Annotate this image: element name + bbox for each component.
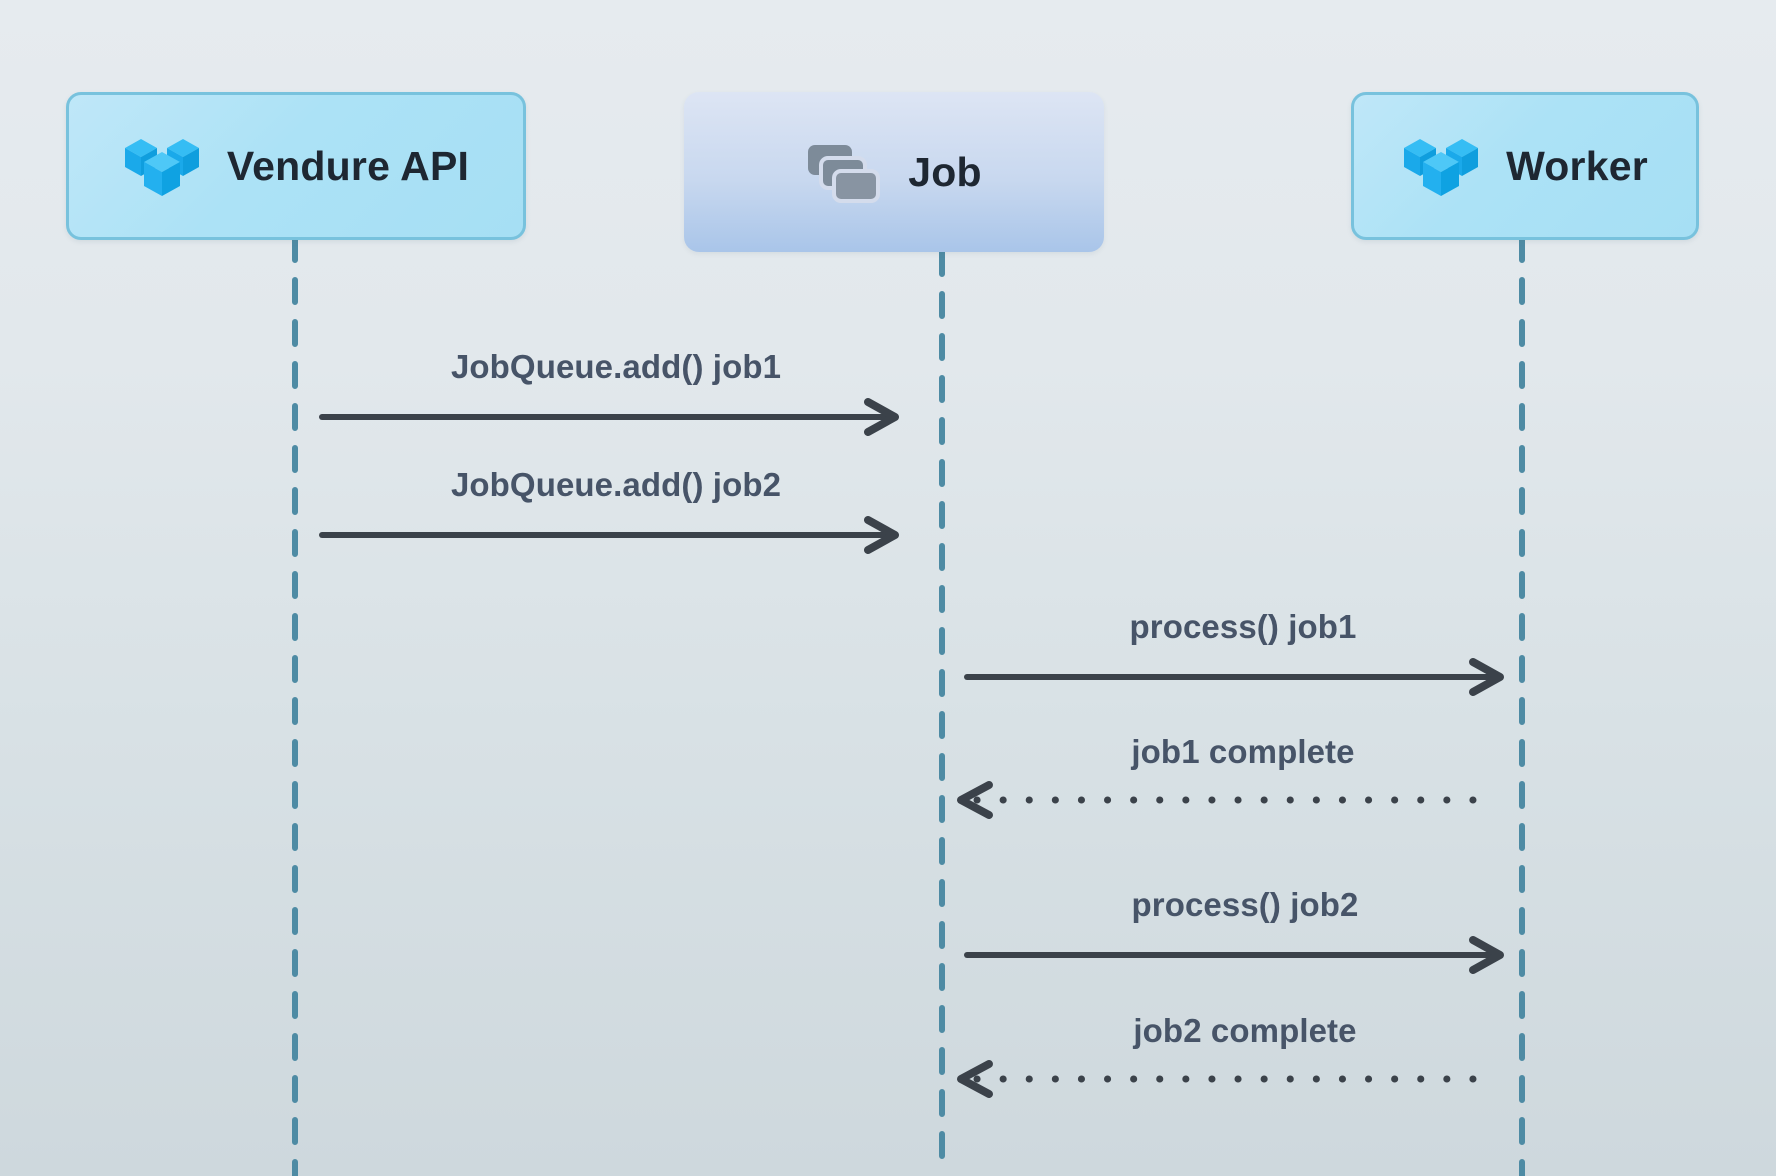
lifeline-vendure-api <box>292 0 298 1176</box>
vendure-cubes-icon <box>123 131 201 201</box>
participant-worker[interactable]: Worker <box>1351 92 1699 240</box>
message-arrow-right-solid <box>319 516 905 554</box>
message-arrow-right-solid <box>964 658 1510 696</box>
message-label: JobQueue.add() job2 <box>450 466 782 503</box>
participant-job[interactable]: Job <box>684 92 1104 252</box>
message-arrow-left-dotted <box>955 781 1500 819</box>
message-label: process() job1 <box>1129 608 1357 645</box>
vendure-cubes-icon <box>1402 131 1480 201</box>
lifeline-job <box>939 0 945 1176</box>
stacked-cards-icon <box>806 137 882 207</box>
message-arrow-left-dotted <box>955 1060 1500 1098</box>
message-label: JobQueue.add() job1 <box>450 348 782 385</box>
message-label: job2 complete <box>1133 1012 1357 1049</box>
lifeline-worker <box>1519 0 1525 1176</box>
message-label: process() job2 <box>1131 886 1359 923</box>
participant-vendure-api[interactable]: Vendure API <box>66 92 526 240</box>
participant-label: Worker <box>1506 142 1648 189</box>
message-label: job1 complete <box>1131 733 1355 770</box>
message-arrow-right-solid <box>964 936 1510 974</box>
message-arrow-right-solid <box>319 398 905 436</box>
participant-label: Vendure API <box>226 142 470 189</box>
participant-label: Job <box>908 148 982 195</box>
